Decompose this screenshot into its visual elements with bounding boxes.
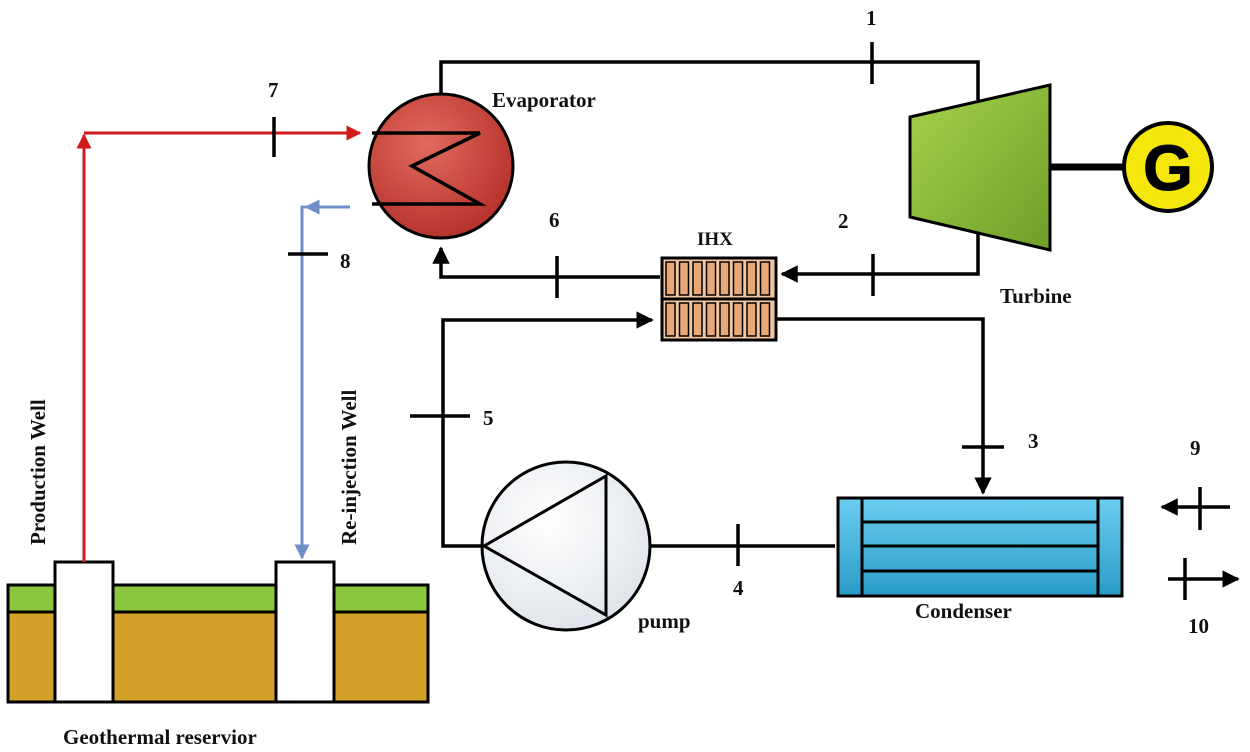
geothermal-reservoir bbox=[6, 560, 430, 704]
state-point-9: 9 bbox=[1190, 436, 1201, 460]
ihx-plate bbox=[746, 261, 757, 296]
ihx-plate bbox=[719, 261, 730, 296]
ihx-plate bbox=[692, 302, 703, 337]
state-point-2: 2 bbox=[838, 209, 849, 233]
generator-body bbox=[1122, 121, 1214, 213]
label-turbine: Turbine bbox=[1000, 284, 1072, 308]
state-point-4: 4 bbox=[733, 576, 744, 600]
ihx-plate bbox=[665, 302, 676, 337]
state-point-3: 3 bbox=[1028, 429, 1039, 453]
label-ihx: IHX bbox=[697, 229, 733, 250]
state-point-6: 6 bbox=[549, 208, 560, 232]
line-evap-turbine bbox=[439, 60, 980, 100]
ihx-plate bbox=[732, 302, 744, 337]
turbine-body bbox=[908, 83, 1052, 252]
ihx-plate bbox=[759, 302, 771, 337]
reinjection-well-casing bbox=[274, 560, 336, 704]
label-production-well: Production Well bbox=[26, 399, 50, 545]
ihx-plate bbox=[705, 261, 717, 296]
generator-label: G bbox=[1143, 132, 1193, 204]
label-reservoir: Geothermal reservior bbox=[63, 725, 257, 749]
state-point-7: 7 bbox=[268, 78, 279, 102]
label-pump: pump bbox=[638, 609, 691, 633]
condenser bbox=[836, 496, 1124, 598]
turbine bbox=[908, 83, 1125, 252]
line-pump-ihx bbox=[441, 311, 654, 548]
ihx-plate bbox=[678, 261, 690, 296]
state-point-8: 8 bbox=[340, 249, 351, 273]
label-reinjection-well: Re-injection Well bbox=[337, 389, 361, 545]
ihx-plate bbox=[705, 302, 717, 337]
ihx-plate bbox=[692, 261, 703, 296]
ihx-plate bbox=[746, 302, 757, 337]
ihx-plate bbox=[678, 302, 690, 337]
line-turbine-ihx bbox=[780, 232, 980, 283]
state-point-1: 1 bbox=[866, 6, 877, 30]
ihx-plate bbox=[759, 261, 771, 296]
pump bbox=[480, 460, 652, 632]
state-point-10: 10 bbox=[1188, 614, 1209, 638]
generator: G bbox=[1122, 121, 1214, 213]
ihx-plate bbox=[665, 261, 676, 296]
state-point-5: 5 bbox=[483, 406, 494, 430]
production-well-casing bbox=[53, 560, 115, 704]
ihx-plate bbox=[732, 261, 744, 296]
evaporator bbox=[367, 92, 515, 240]
line-ihx-evap bbox=[432, 246, 660, 279]
ihx-plate bbox=[719, 302, 730, 337]
pump-body bbox=[480, 460, 652, 632]
ihx bbox=[660, 256, 778, 342]
label-condenser: Condenser bbox=[915, 599, 1012, 623]
pump-triangle bbox=[480, 473, 608, 618]
evaporator-coil bbox=[372, 131, 487, 206]
label-evaporator: Evaporator bbox=[492, 88, 596, 112]
line-ihx-condenser bbox=[776, 317, 992, 495]
evaporator-body bbox=[367, 92, 515, 240]
